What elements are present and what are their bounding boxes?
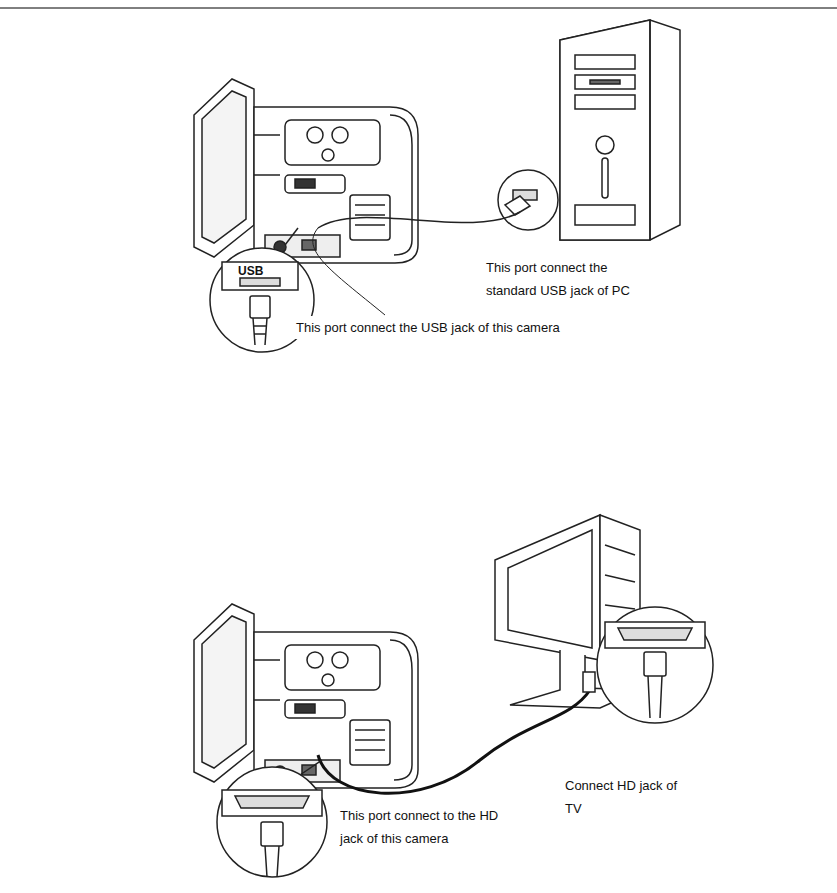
callout-text: Connect HD jack of TV <box>563 774 689 820</box>
callout-text: This port connect the USB jack of this c… <box>294 316 562 339</box>
port-name: USB <box>238 264 263 278</box>
callout-text: This port connect the standard USB jack … <box>484 256 653 302</box>
callout-text: This port connect to the HD jack of this… <box>338 804 522 850</box>
